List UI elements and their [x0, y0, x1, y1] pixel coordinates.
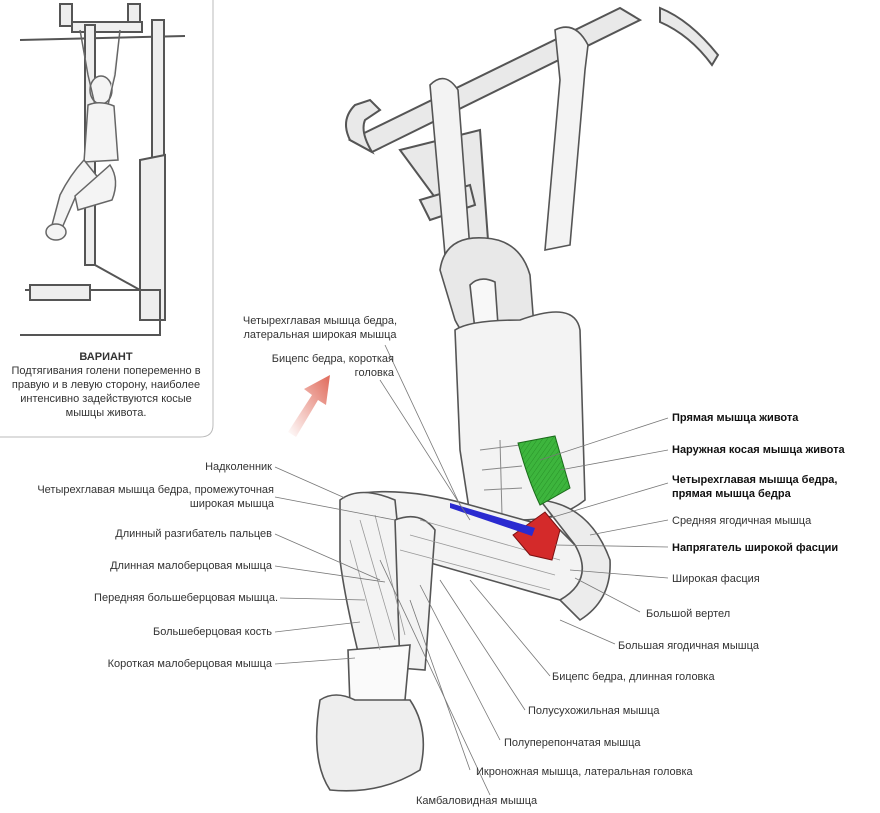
- variant-title: ВАРИАНТ: [79, 351, 133, 363]
- pullup-bar: [345, 6, 720, 247]
- pullup-station-small: [19, 3, 186, 336]
- label-ext-digitorum: Длинный разгибатель пальцев: [115, 528, 272, 540]
- left-arm: [429, 77, 471, 256]
- shoes: [315, 694, 425, 792]
- variant-caption: ВАРИАНТ Подтягивания голени попеременно …: [0, 350, 212, 420]
- label-patella: Надколенник: [205, 461, 272, 473]
- direction-arrow: [288, 375, 330, 437]
- label-quad-lateral: Четырехглавая мышца бедра, латеральная ш…: [242, 315, 398, 341]
- label-peroneus-longus: Длинная малоберцовая мышца: [110, 560, 272, 572]
- variant-text: Подтягивания голени попеременно в правую…: [11, 365, 201, 419]
- label-greater-trochanter: Большой вертел: [646, 608, 731, 620]
- label-rectus-abdominis: Прямая мышца живота: [672, 412, 799, 424]
- label-semitendinosus: Полусухожильная мышца: [528, 705, 660, 717]
- label-tibia: Большеберцовая кость: [153, 626, 272, 638]
- gluteus: [538, 499, 611, 622]
- rectus-femoris-highlight: [450, 503, 535, 536]
- label-quad-intermediate: Четырехглавая мышца бедра, промежуточная…: [37, 484, 274, 510]
- label-gluteus-medius: Средняя ягодичная мышца: [672, 515, 812, 527]
- right-arm: [544, 26, 589, 251]
- label-gastrocnemius: Икроножная мышца, латеральная головка: [476, 766, 693, 778]
- label-peroneus-brevis: Короткая малоберцовая мышца: [107, 658, 272, 670]
- small-figure: [45, 29, 121, 241]
- label-semimembranosus: Полуперепончатая мышца: [504, 737, 641, 749]
- label-biceps-long: Бицепс бедра, длинная головка: [552, 671, 715, 683]
- label-external-oblique: Наружная косая мышца живота: [672, 444, 845, 456]
- label-biceps-short: Бицепс бедра, короткая головка: [271, 353, 394, 379]
- label-rectus-femoris: Четырехглавая мышца бедра, прямая мышца …: [672, 474, 838, 500]
- label-fascia-lata: Широкая фасция: [672, 573, 760, 585]
- label-tibialis-anterior: Передняя большеберцовая мышца.: [94, 592, 278, 604]
- variant-panel: [0, 0, 214, 438]
- label-tensor-fasciae: Напрягатель широкой фасции: [672, 542, 839, 554]
- label-soleus: Камбаловидная мышца: [416, 795, 538, 807]
- leader-lines: [274, 344, 669, 796]
- label-gluteus-maximus: Большая ягодичная мышца: [618, 640, 760, 652]
